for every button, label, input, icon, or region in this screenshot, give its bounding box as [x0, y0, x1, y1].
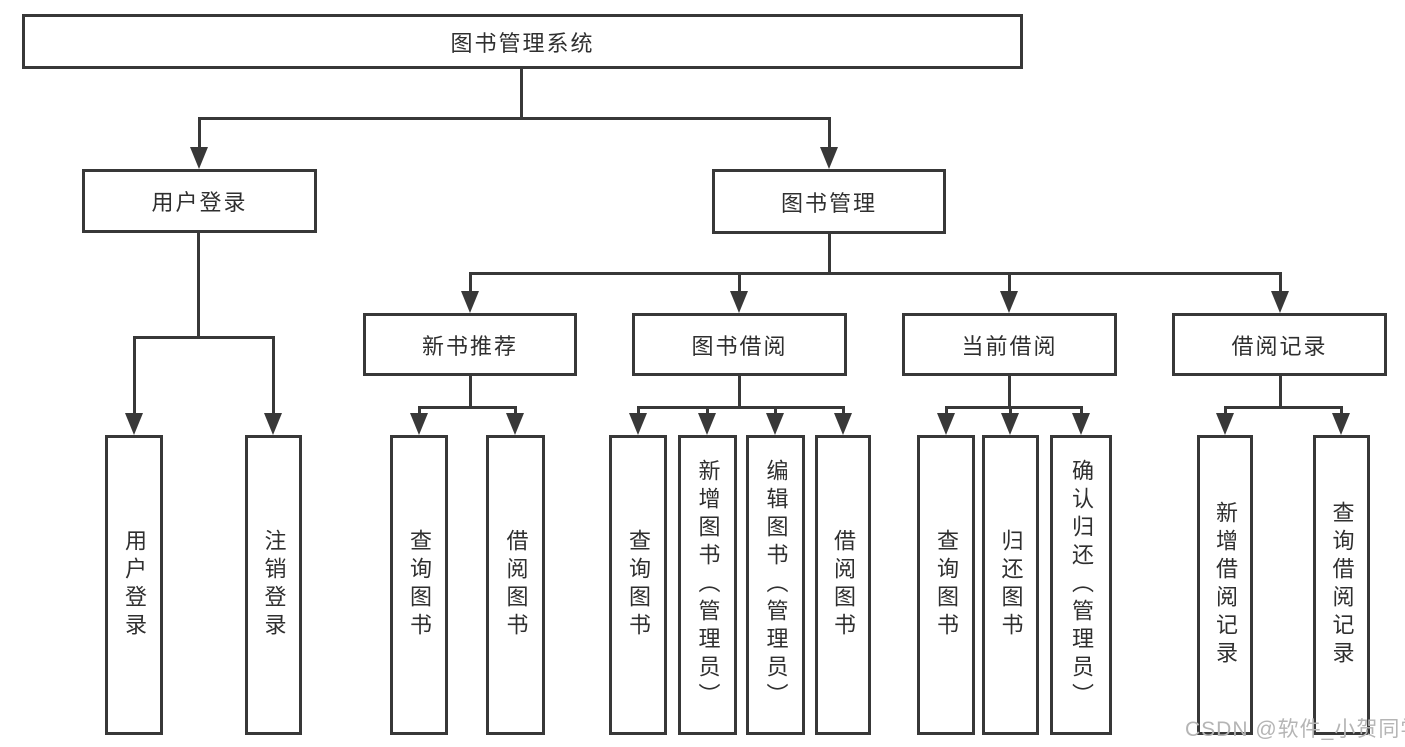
arrow-down-icon: [506, 413, 524, 435]
node-leaf-query-books-current: 查询图书: [917, 435, 975, 735]
node-leaf-user-login: 用户登录: [105, 435, 163, 735]
connector-line: [198, 117, 831, 120]
node-leaf-logout: 注销登录: [245, 435, 302, 735]
node-leaf-label: 新增借阅记录: [1213, 501, 1238, 669]
connector-line: [1224, 406, 1227, 415]
node-leaf-label: 归还图书: [998, 529, 1024, 641]
connector-line: [1008, 376, 1011, 406]
connector-line: [637, 406, 640, 415]
node-leaf-query-books-borrow: 查询图书: [609, 435, 667, 735]
connector-line: [272, 336, 275, 415]
arrow-down-icon: [766, 413, 784, 435]
arrow-down-icon: [834, 413, 852, 435]
connector-line: [738, 376, 741, 406]
connector-line: [738, 272, 741, 293]
node-user-login: 用户登录: [82, 169, 317, 233]
arrow-down-icon: [125, 413, 143, 435]
arrow-down-icon: [264, 413, 282, 435]
arrow-down-icon: [698, 413, 716, 435]
arrow-down-icon: [1000, 291, 1018, 313]
connector-line: [198, 117, 201, 149]
node-leaf-label: 查询图书: [407, 529, 432, 641]
arrow-down-icon: [410, 413, 428, 435]
arrow-down-icon: [629, 413, 647, 435]
node-leaf-borrow-books-recommend: 借阅图书: [486, 435, 545, 735]
node-root: 图书管理系统: [22, 14, 1023, 69]
connector-line: [945, 406, 1083, 409]
node-leaf-label: 查询借阅记录: [1329, 501, 1355, 669]
arrow-down-icon: [461, 291, 479, 313]
arrow-down-icon: [1001, 413, 1019, 435]
connector-line: [945, 406, 948, 415]
node-leaf-label: 用户登录: [122, 529, 147, 641]
arrow-down-icon: [1271, 291, 1289, 313]
node-leaf-label: 注销登录: [261, 529, 287, 641]
node-leaf-label: 编辑图书（管理员）: [763, 459, 789, 711]
node-new-book-recommend: 新书推荐: [363, 313, 577, 376]
arrow-down-icon: [1072, 413, 1090, 435]
node-book-management: 图书管理: [712, 169, 946, 234]
node-leaf-query-books-recommend: 查询图书: [390, 435, 448, 735]
watermark: CSDN @软件_小贺同学: [1185, 718, 1405, 741]
arrow-down-icon: [190, 147, 208, 169]
connector-line: [469, 272, 472, 293]
arrow-down-icon: [730, 291, 748, 313]
node-leaf-edit-books-admin: 编辑图书（管理员）: [746, 435, 805, 735]
connector-line: [1224, 406, 1343, 409]
node-leaf-label: 查询图书: [626, 529, 651, 641]
connector-line: [774, 406, 777, 415]
node-leaf-label: 确认归还（管理员）: [1069, 459, 1094, 711]
node-leaf-label: 借阅图书: [503, 529, 529, 641]
arrow-down-icon: [1332, 413, 1350, 435]
node-leaf-confirm-return-admin: 确认归还（管理员）: [1050, 435, 1112, 735]
connector-line: [514, 406, 517, 415]
node-book-borrow: 图书借阅: [632, 313, 847, 376]
node-leaf-add-borrow-record: 新增借阅记录: [1197, 435, 1253, 735]
connector-line: [133, 336, 136, 415]
connector-line: [828, 234, 831, 272]
connector-line: [520, 69, 523, 117]
node-leaf-label: 新增图书（管理员）: [695, 459, 721, 711]
node-leaf-label: 借阅图书: [831, 529, 856, 641]
node-current-borrow: 当前借阅: [902, 313, 1117, 376]
connector-line: [842, 406, 845, 415]
connector-line: [1279, 376, 1282, 406]
arrow-down-icon: [1216, 413, 1234, 435]
connector-line: [1008, 272, 1011, 293]
connector-line: [418, 406, 421, 415]
connector-line: [706, 406, 709, 415]
connector-line: [637, 406, 845, 409]
connector-line: [418, 406, 517, 409]
arrow-down-icon: [937, 413, 955, 435]
connector-line: [133, 336, 274, 339]
connector-line: [469, 272, 1282, 275]
connector-line: [1279, 272, 1282, 293]
connector-line: [1080, 406, 1083, 415]
node-leaf-label: 查询图书: [934, 529, 959, 641]
connector-line: [828, 117, 831, 149]
node-leaf-add-books-admin: 新增图书（管理员）: [678, 435, 737, 735]
connector-line: [1009, 406, 1012, 415]
node-leaf-return-books: 归还图书: [982, 435, 1039, 735]
arrow-down-icon: [820, 147, 838, 169]
node-leaf-borrow-books: 借阅图书: [815, 435, 871, 735]
connector-line: [1340, 406, 1343, 415]
connector-line: [469, 376, 472, 406]
connector-line: [197, 233, 200, 336]
node-borrow-record: 借阅记录: [1172, 313, 1387, 376]
node-leaf-query-borrow-record: 查询借阅记录: [1313, 435, 1370, 735]
